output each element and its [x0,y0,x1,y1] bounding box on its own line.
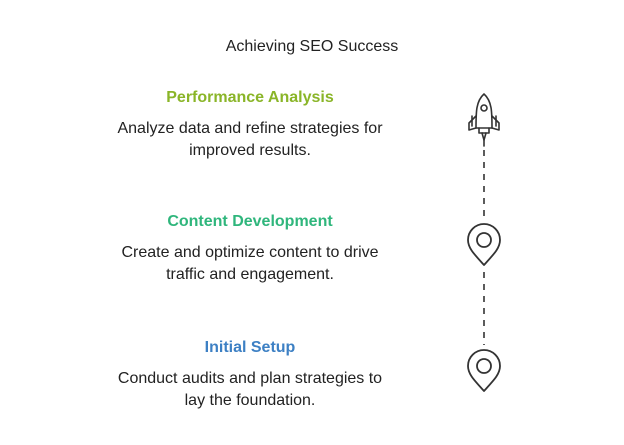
diagram-title: Achieving SEO Success [225,38,399,55]
stage-title: Performance Analysis [166,89,334,106]
stage-description-line: Conduct audits and plan strategies to [117,370,383,387]
location-pin-icon [467,349,501,392]
location-pin-icon [467,223,501,266]
stage-description: Analyze data and refine strategies for i… [100,118,400,162]
stage-description: Create and optimize content to drive tra… [100,242,400,286]
stage-description: Conduct audits and plan strategies to la… [100,368,400,412]
stage-description-line: traffic and engagement. [166,266,334,283]
stage-title: Content Development [167,213,333,230]
stage-performance-analysis: Performance Analysis Analyze data and re… [100,88,400,162]
stage-description-line: Create and optimize content to drive [121,244,379,261]
stage-description-line: Analyze data and refine strategies for [117,120,383,137]
stage-description-line: improved results. [189,142,311,159]
stage-content-development: Content Development Create and optimize … [100,212,400,286]
stage-description-line: lay the foundation. [184,392,316,409]
stage-initial-setup: Initial Setup Conduct audits and plan st… [100,338,400,412]
rocket-icon [468,93,500,147]
stage-title: Initial Setup [204,339,296,356]
